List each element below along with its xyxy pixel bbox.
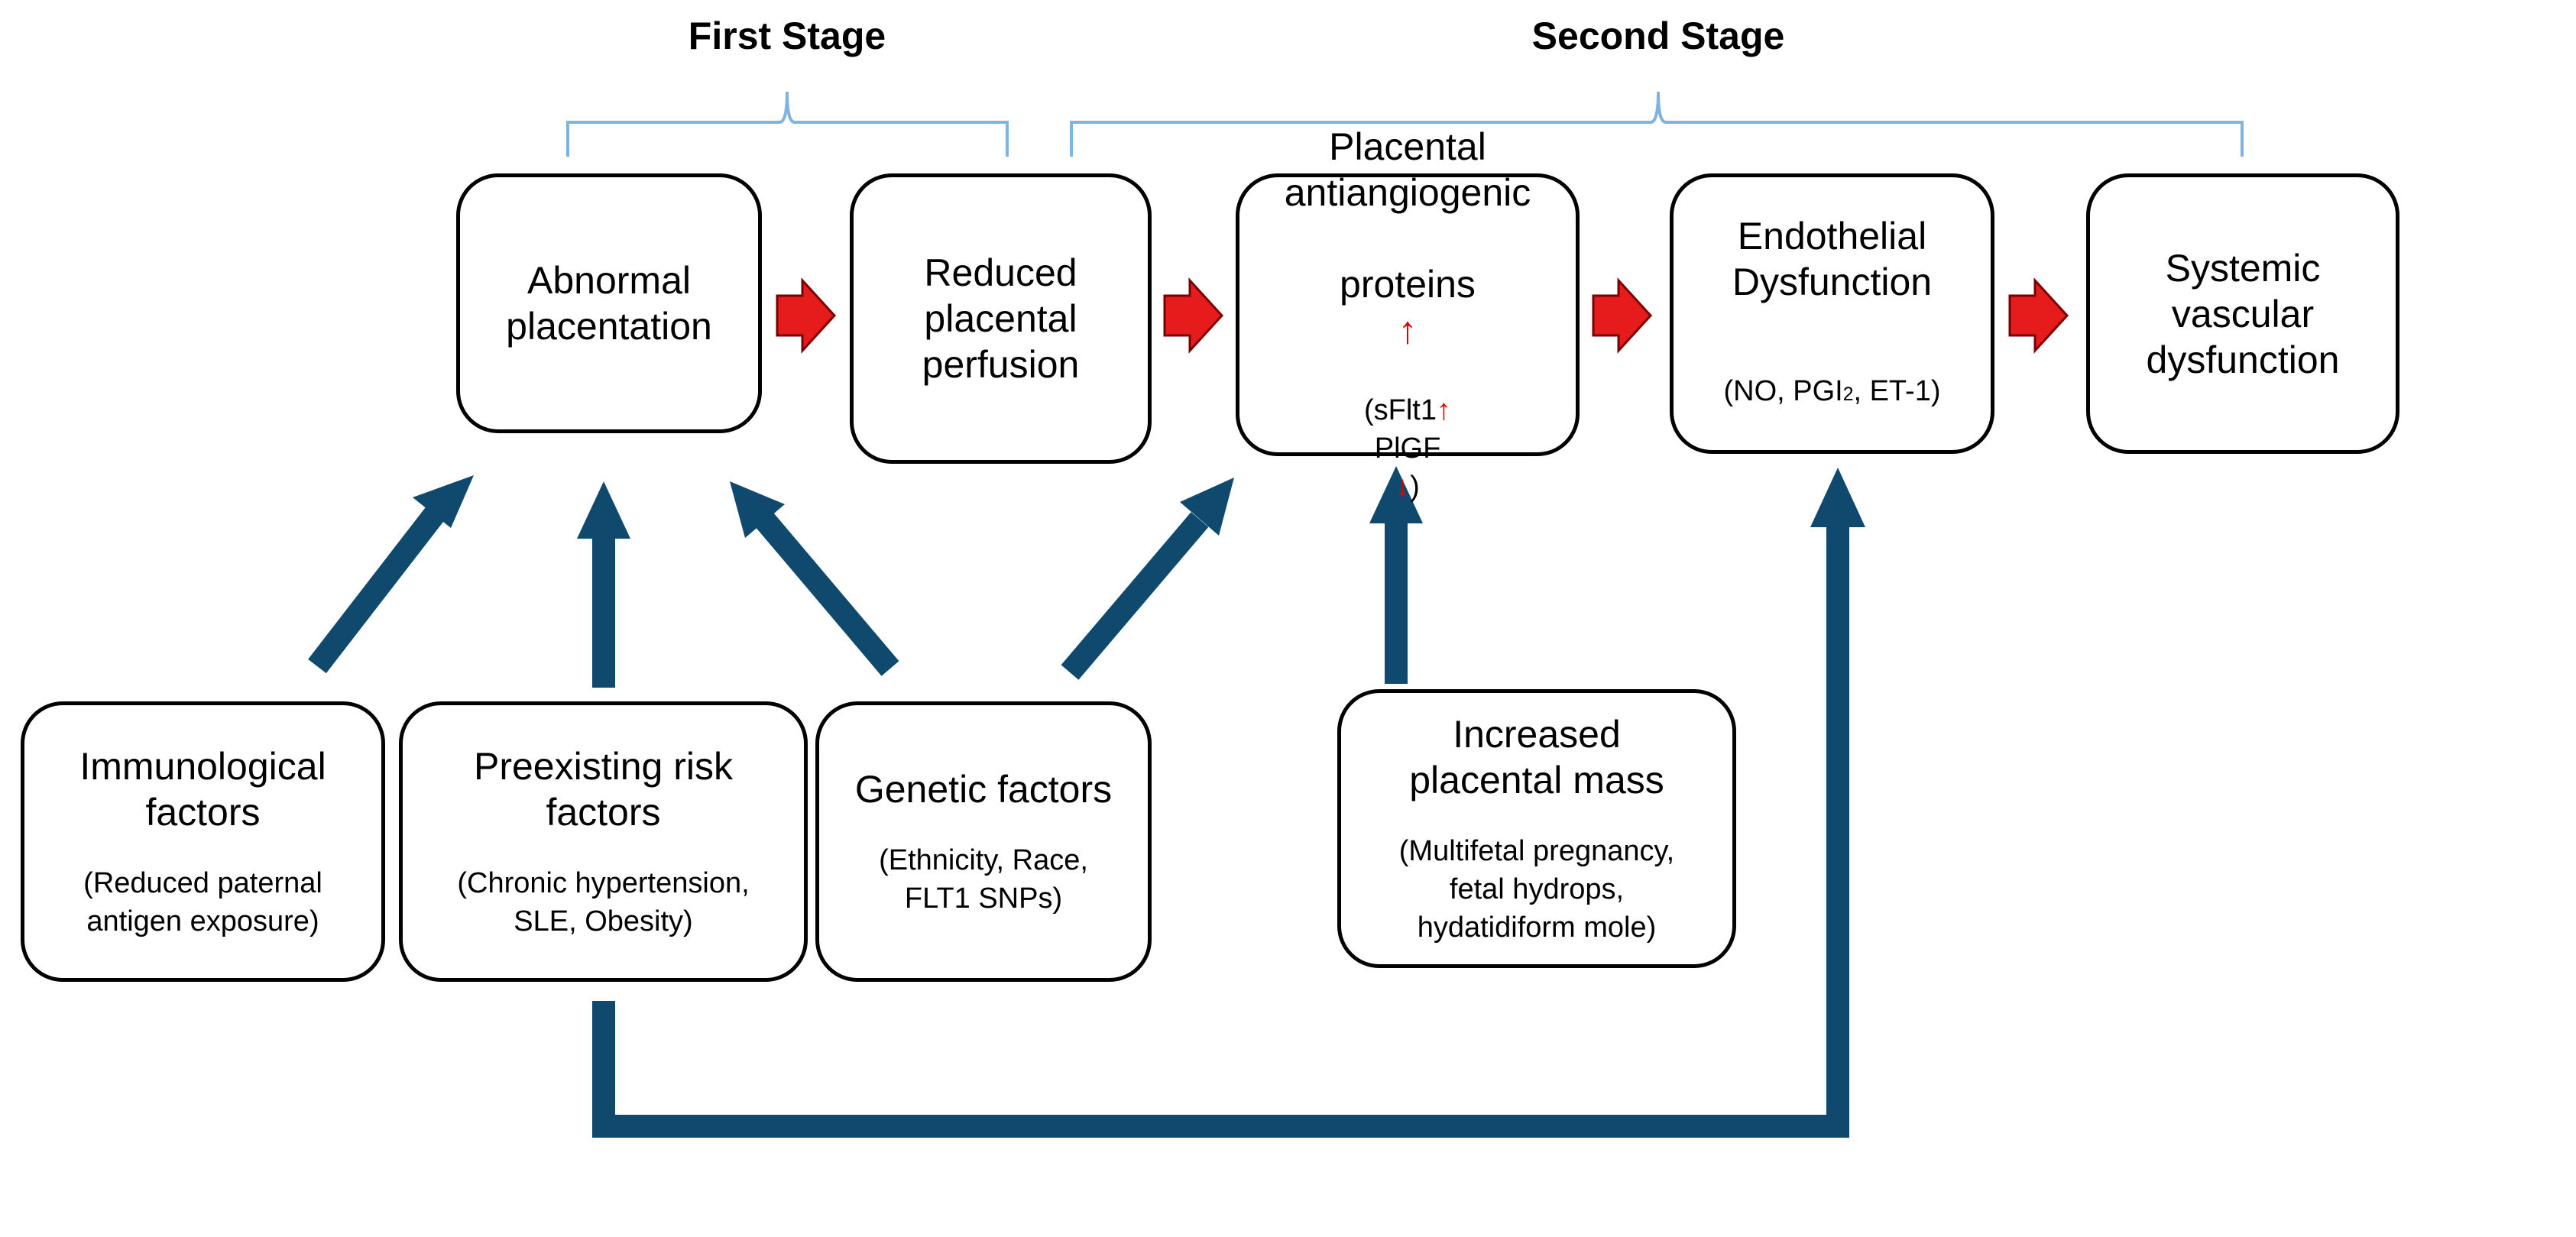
- second-stage-title: Second Stage: [1531, 15, 1785, 57]
- second-stage-bracket: [1070, 91, 2244, 157]
- first-stage-bracket: [566, 91, 1009, 157]
- stage-brackets: [566, 91, 2244, 157]
- antiangiogenic-title-line2: proteins ↑: [1340, 215, 1476, 353]
- immunological-factors-detail: (Reduced paternal antigen exposure): [83, 866, 322, 937]
- arrow-preexisting-to-endothelial: [592, 468, 1865, 1138]
- up-arrow-icon: ↑: [1437, 394, 1451, 426]
- antiangiogenic-proteins-label: proteins: [1340, 263, 1476, 306]
- genetic-factors-detail: (Ethnicity, Race, FLT1 SNPs): [879, 844, 1088, 915]
- arrow-genetic-to-antiangiogenic: [1061, 478, 1234, 680]
- sflt1-label: (sFlt1: [1364, 394, 1437, 426]
- placental-mass-label: Increased placental mass: [1409, 712, 1664, 801]
- immunological-factors-label: Immunological factors: [79, 744, 326, 834]
- immunological-factors-box: Immunological factors (Reduced paternal …: [21, 701, 385, 982]
- flow-arrow-4: [2008, 277, 2069, 354]
- arrow-immunological-to-placentation: [308, 475, 474, 674]
- reduced-perfusion-label: Reduced placental perfusion: [922, 251, 1080, 386]
- reduced-perfusion-box: Reduced placental perfusion: [850, 173, 1152, 464]
- plgf-label: PlGF: [1374, 432, 1441, 465]
- preexisting-risk-box: Preexisting risk factors (Chronic hypert…: [399, 701, 808, 982]
- arrow-genetic-to-placentation: [730, 481, 899, 676]
- genetic-factors-label: Genetic factors: [854, 767, 1113, 811]
- flow-arrow-1: [776, 277, 837, 354]
- abnormal-placentation-box: Abnormal placentation: [456, 173, 762, 433]
- antiangiogenic-title: Placental antiangiogenic: [1284, 125, 1531, 214]
- abnormal-placentation-label: Abnormal placentation: [506, 259, 712, 348]
- systemic-vascular-box: Systemic vascular dysfunction: [2086, 173, 2399, 454]
- arrow-placental-mass-to-antiangiogenic: [1369, 466, 1423, 684]
- preexisting-risk-label: Preexisting risk factors: [474, 744, 733, 834]
- arrow-preexisting-to-placentation: [577, 481, 630, 688]
- placental-mass-detail: (Multifetal pregnancy, fetal hydrops, hy…: [1398, 834, 1675, 944]
- preexisting-risk-detail: (Chronic hypertension, SLE, Obesity): [457, 866, 750, 937]
- endothelial-detail-b: , ET-1): [1853, 375, 1941, 407]
- endothelial-dysfunction-detail: (NO, PGI2, ET-1): [1724, 334, 1941, 414]
- endothelial-detail-subscript: 2: [1842, 384, 1854, 405]
- placental-mass-box: Increased placental mass (Multifetal pre…: [1337, 689, 1736, 968]
- antiangiogenic-detail: (sFlt1↑ PlGF ↓): [1364, 353, 1451, 506]
- endothelial-dysfunction-box: Endothelial Dysfunction (NO, PGI2, ET-1): [1670, 173, 1994, 454]
- flow-arrows: [776, 277, 2069, 354]
- endothelial-detail-a: (NO, PGI: [1723, 375, 1843, 407]
- systemic-vascular-label: Systemic vascular dysfunction: [2146, 246, 2340, 381]
- influence-arrows: [308, 466, 1865, 1138]
- up-arrow-icon: ↑: [1398, 309, 1418, 351]
- antiangiogenic-box: Placental antiangiogenic proteins ↑ (sFl…: [1236, 125, 1580, 503]
- genetic-factors-box: Genetic factors (Ethnicity, Race, FLT1 S…: [815, 701, 1152, 982]
- flow-arrow-3: [1592, 277, 1653, 354]
- flow-arrow-2: [1163, 277, 1224, 354]
- detail-close-paren: ): [1410, 471, 1420, 503]
- down-arrow-icon: ↓: [1395, 471, 1411, 503]
- endothelial-dysfunction-label: Endothelial Dysfunction: [1732, 215, 1933, 303]
- first-stage-title: First Stage: [688, 15, 886, 57]
